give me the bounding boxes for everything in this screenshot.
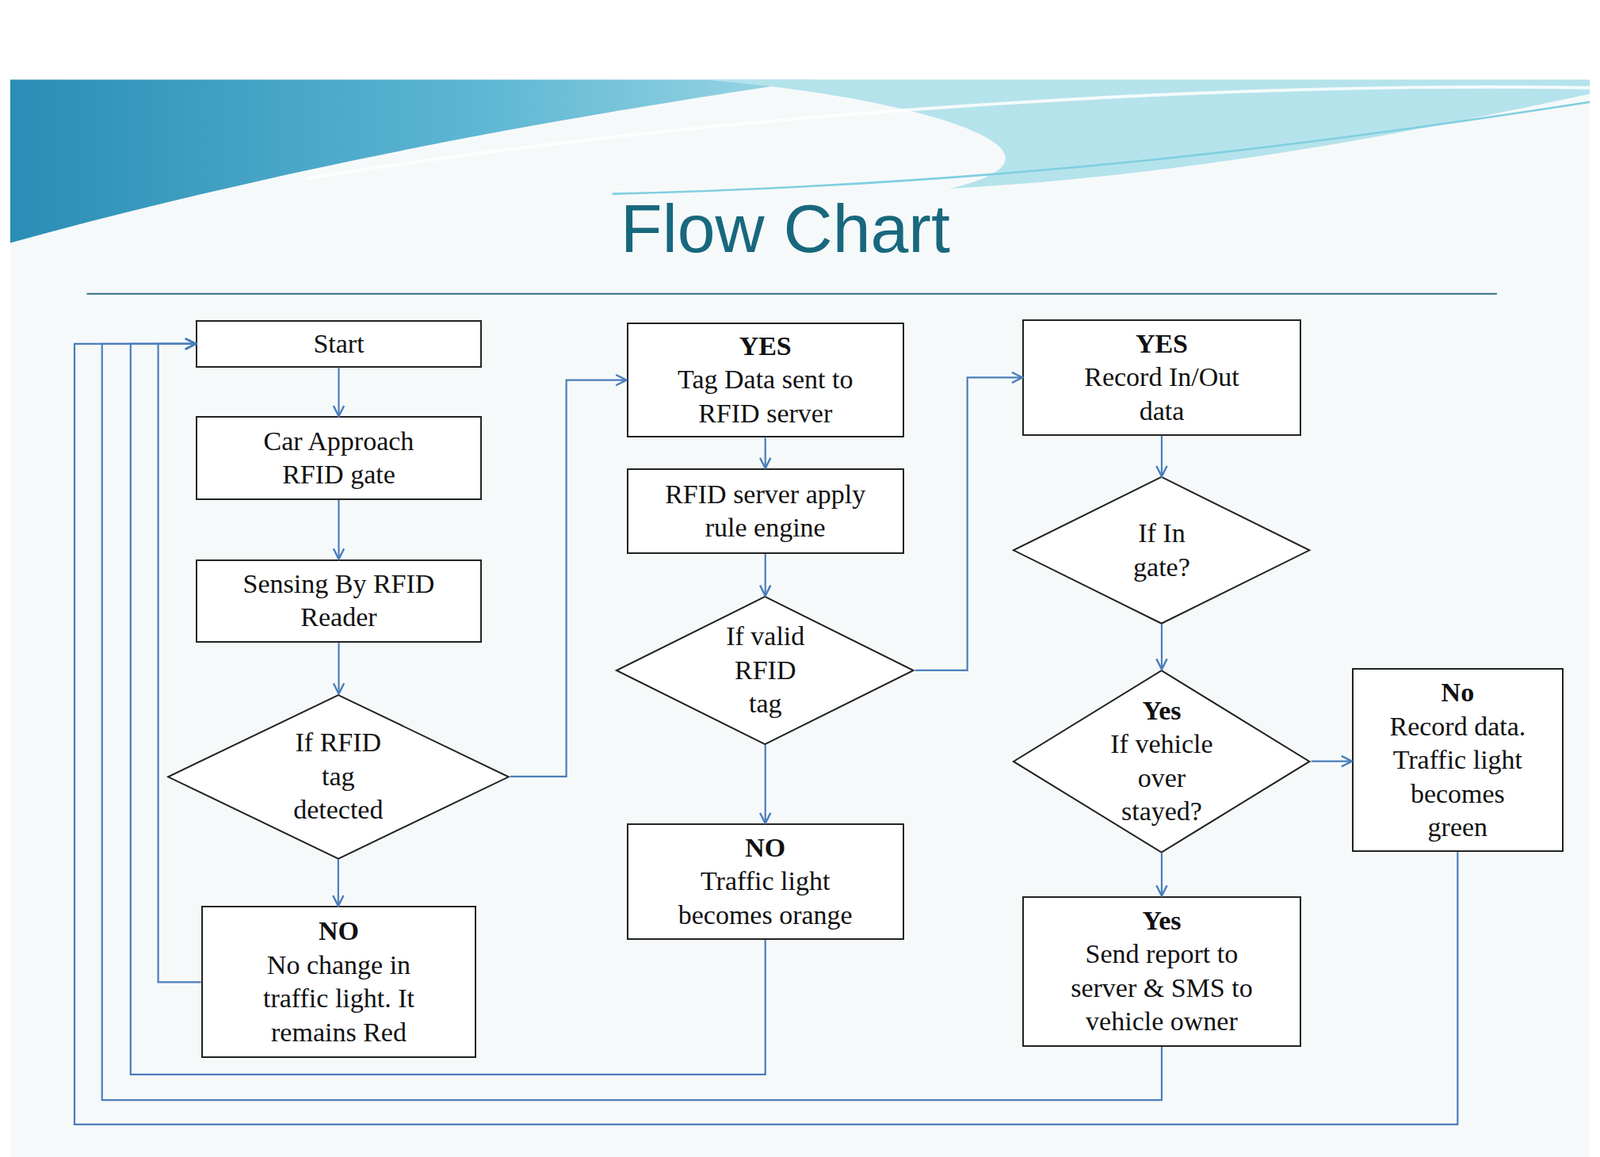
- process-box: NoRecord data. Traffic light becomes gre…: [1351, 668, 1564, 852]
- decision-diamond: If In gate?: [1011, 476, 1311, 625]
- node-text: If RFID tag detected: [281, 725, 395, 828]
- decision-diamond: If valid RFID tag: [614, 595, 916, 745]
- node-heading: YES: [1071, 327, 1253, 362]
- diamond-shape: [1013, 477, 1310, 624]
- node-text: No change in traffic light. It remains R…: [237, 948, 440, 1051]
- node-heading: NO: [237, 914, 440, 949]
- flow-arrow: [1160, 624, 1163, 670]
- node-heading: NO: [664, 831, 867, 866]
- flow-arrow: [764, 553, 767, 596]
- diamond-shape: [616, 596, 914, 745]
- process-box: YESRecord In/Out data: [1022, 319, 1302, 436]
- title-rule: [86, 293, 1497, 295]
- slide-title: Flow Chart: [0, 194, 1571, 263]
- node-heading: YES: [660, 329, 871, 364]
- flow-arrow: [74, 343, 1458, 1125]
- node-text: RFID server apply rule engine: [653, 477, 878, 546]
- flow-arrow: [158, 343, 202, 982]
- node-text: Sensing By RFID Reader: [224, 567, 454, 635]
- flow-arrow: [510, 380, 627, 777]
- node-text: Record In/Out data: [1071, 360, 1253, 428]
- flow-arrow: [130, 343, 766, 1075]
- flow-arrow: [102, 343, 1162, 1100]
- flow-arrow: [764, 744, 767, 824]
- process-box: Car Approach RFID gate: [195, 416, 482, 501]
- banner-swoosh: [305, 87, 1590, 180]
- node-text: Send report to server & SMS to vehicle o…: [1060, 937, 1263, 1039]
- process-box: RFID server apply rule engine: [626, 468, 905, 554]
- node-text: If In gate?: [1118, 516, 1206, 585]
- node-heading: Yes: [1060, 904, 1263, 939]
- node-text: If vehicle over stayed?: [1102, 727, 1222, 829]
- decision-diamond: If RFID tag detected: [166, 694, 511, 860]
- flow-arrow: [337, 500, 340, 560]
- flow-arrow: [764, 437, 767, 469]
- flow-arrow: [337, 642, 340, 694]
- decision-diamond: YesIf vehicle over stayed?: [1011, 669, 1311, 854]
- diamond-shape: [1013, 670, 1310, 852]
- flow-arrow: [915, 377, 1023, 671]
- node-text: Tag Data sent to RFID server: [660, 362, 871, 431]
- diamond-shape: [168, 694, 509, 860]
- flow-arrow: [337, 859, 340, 906]
- node-text: Car Approach RFID gate: [244, 424, 433, 493]
- node-text: Record data. Traffic light becomes green: [1383, 710, 1532, 845]
- banner-swoosh: [612, 102, 1591, 195]
- node-text: If valid RFID tag: [721, 619, 810, 722]
- node-text: Start: [203, 327, 474, 362]
- flow-arrow: [1311, 759, 1353, 762]
- flow-arrow: [1160, 435, 1163, 478]
- node-text: Traffic light becomes orange: [664, 864, 867, 932]
- process-box: Sensing By RFID Reader: [195, 559, 482, 644]
- diamond-outline: [1011, 476, 1311, 625]
- node-heading: No: [1383, 675, 1532, 711]
- flow-arrow: [1160, 852, 1163, 896]
- flow-arrow: [337, 367, 340, 417]
- process-box: NOTraffic light becomes orange: [626, 823, 905, 940]
- process-box: YesSend report to server & SMS to vehicl…: [1022, 896, 1302, 1048]
- process-box: NONo change in traffic light. It remains…: [201, 905, 478, 1058]
- process-box: YESTag Data sent to RFID server: [626, 322, 905, 439]
- node-heading: Yes: [1102, 694, 1222, 729]
- process-box: Start: [195, 320, 482, 367]
